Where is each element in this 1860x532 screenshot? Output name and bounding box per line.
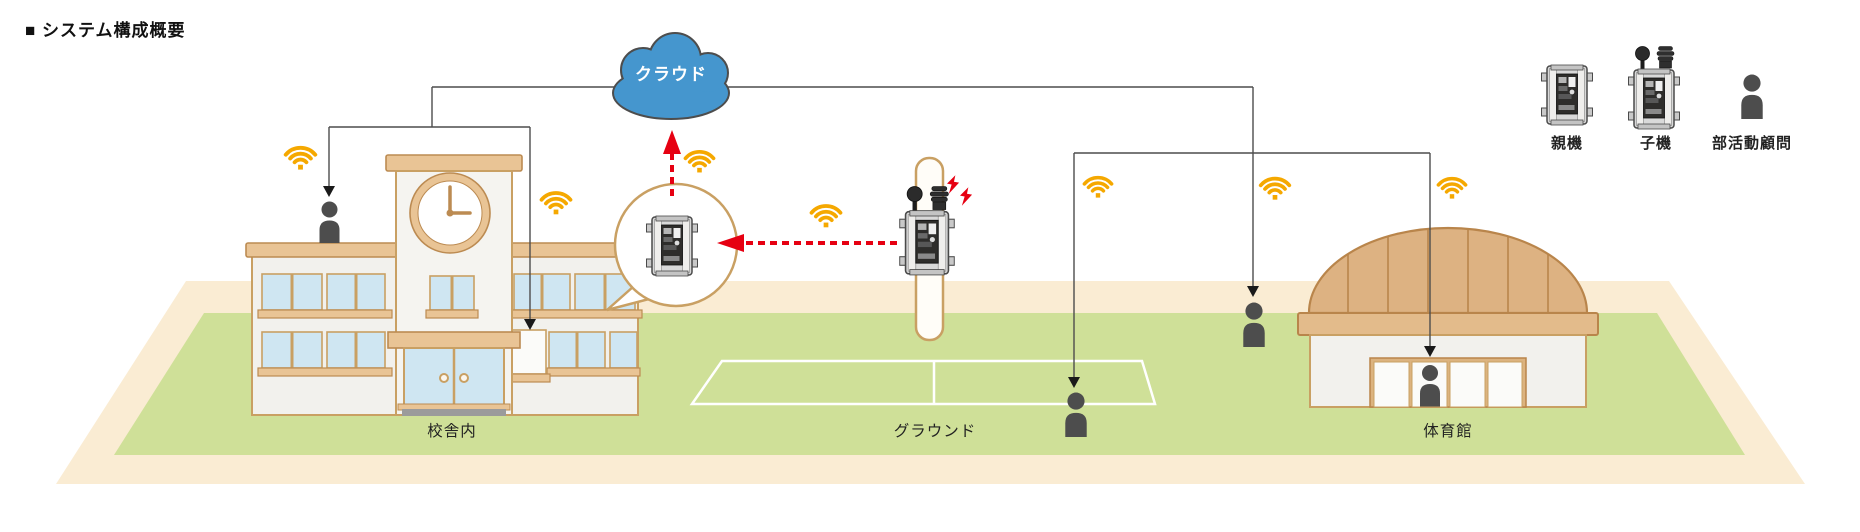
arrow-down-icon (1424, 346, 1436, 357)
line-arrowheads (323, 186, 1436, 388)
school-building (245, 154, 645, 416)
legend-label-advisor: 部活動顧問 (1712, 134, 1792, 152)
lightning-icon (947, 175, 960, 194)
door-knob (439, 373, 449, 383)
wifi-signal-icon (539, 191, 573, 217)
tower-cap (385, 154, 523, 172)
cloud-icon: クラウド (612, 32, 730, 120)
child-device-icon (1629, 47, 1680, 130)
door-knob (459, 373, 469, 383)
area-labels: 校舎内 グラウンド 体育館 (427, 422, 1473, 440)
gym-doors (1369, 357, 1527, 408)
legend-label-child: 子機 (1640, 134, 1672, 152)
arrow-left-icon (717, 234, 744, 252)
gym-dome (1307, 226, 1589, 315)
entrance-canopy (387, 331, 521, 349)
arrow-down-icon (1247, 286, 1259, 297)
school-entrance (387, 331, 521, 416)
parent-device-bubble (606, 182, 739, 312)
arrow-down-icon (1068, 377, 1080, 388)
gym-door-panel (1373, 361, 1410, 408)
entrance-mat (402, 409, 506, 416)
window-sill (425, 309, 479, 319)
wifi-signal-icon (683, 149, 716, 175)
lightning-icon (960, 187, 973, 206)
cloud-label: クラウド (635, 65, 707, 84)
parent-device-icon (1541, 64, 1593, 126)
wifi-signal-icon (1436, 176, 1468, 201)
connector-lines (328, 86, 1431, 379)
wifi-signal-icon (283, 145, 318, 172)
parent-device-icon (646, 215, 698, 277)
ground-pole-unit (900, 156, 973, 342)
wifi-signal-icon (1082, 175, 1114, 200)
legend-label-parent: 親機 (1551, 134, 1583, 152)
gym-door-panel (1449, 361, 1486, 408)
wifi-signal-icon (809, 204, 843, 230)
person-icon (1741, 74, 1763, 119)
area-label-school: 校舎内 (427, 422, 477, 440)
advisor-window-sill (507, 373, 551, 383)
window (609, 331, 638, 369)
page-title: ■ システム構成概要 (25, 21, 186, 40)
wireless-arrows (663, 130, 897, 252)
gymnasium (1297, 226, 1599, 408)
court-lines (689, 359, 1157, 406)
arrow-down-icon (323, 186, 335, 197)
arrow-up-icon (663, 130, 681, 154)
gym-door-panel (1487, 361, 1523, 408)
legend: 親機 子機 部活動顧問 (1541, 47, 1792, 152)
area-label-ground: グラウンド (894, 422, 977, 440)
arrow-down-icon (524, 319, 536, 330)
area-label-gym: 体育館 (1423, 422, 1473, 440)
gym-eave-band (1297, 312, 1599, 336)
person-icon (319, 201, 340, 243)
clock-icon (409, 172, 491, 254)
wifi-signal-icon (1258, 176, 1292, 202)
